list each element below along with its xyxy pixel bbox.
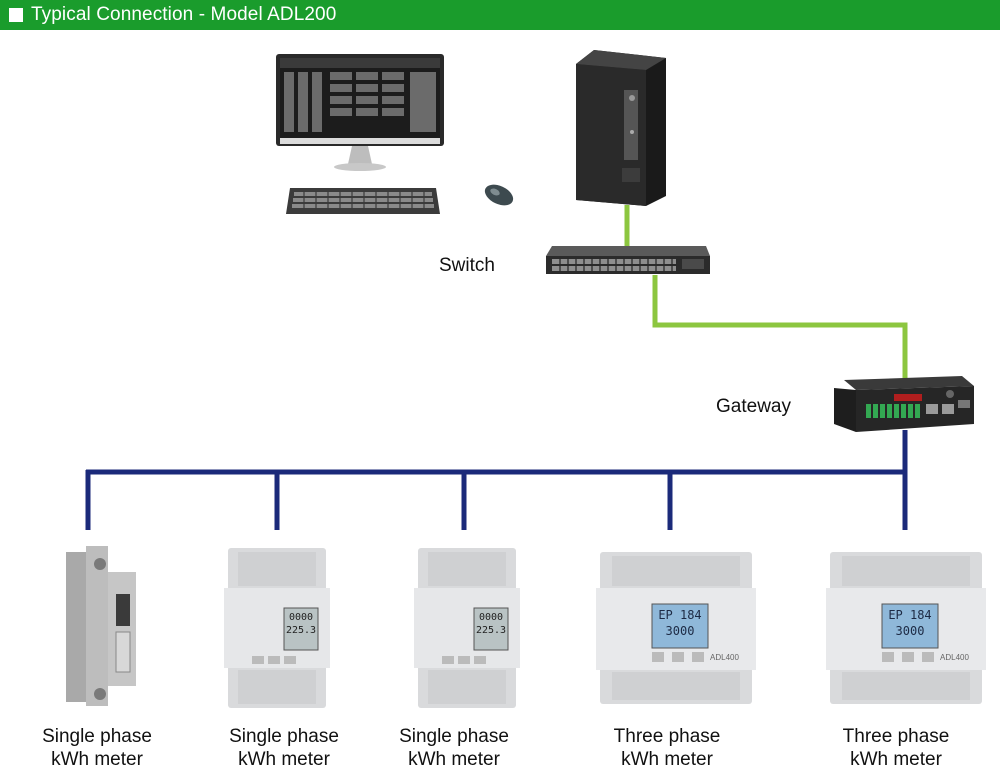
lcd-line-1: EP 184 (888, 608, 932, 622)
lcd-readout: EP 184 3000 (882, 607, 938, 639)
title-bar: Typical Connection - Model ADL200 (0, 0, 1000, 30)
three-phase-meter-icon (826, 552, 986, 704)
meter-label-3: Single phase kWh meter (364, 725, 544, 771)
meter-kind: kWh meter (238, 749, 330, 770)
switch-label: Switch (439, 255, 495, 276)
meter-label-5: Three phase kWh meter (806, 725, 986, 771)
keyboard-icon (286, 188, 440, 214)
network-switch-icon (546, 246, 710, 274)
meter-type: Single phase (399, 726, 509, 747)
gateway-label: Gateway (716, 396, 791, 417)
three-phase-meter-icon (596, 552, 756, 704)
meter-label-4: Three phase kWh meter (577, 725, 757, 771)
lcd-readout: EP 184 3000 (652, 607, 708, 639)
lcd-line-2: 3000 (895, 624, 925, 638)
gateway-icon (834, 376, 974, 432)
meter-model-label: ADL400 (940, 653, 969, 662)
lcd-line-2: 225.3 (285, 625, 317, 636)
lcd-line-1: EP 184 (658, 608, 702, 622)
single-phase-meter-icon (414, 548, 520, 708)
meter-type: Three phase (613, 726, 721, 747)
mouse-icon (484, 184, 514, 206)
meter-kind: kWh meter (621, 749, 713, 770)
meter-type: Three phase (842, 726, 950, 747)
meter-kind: kWh meter (408, 749, 500, 770)
din-rail-meter-icon (66, 546, 136, 706)
meter-kind: kWh meter (850, 749, 942, 770)
meter-label-1: Single phase kWh meter (7, 725, 187, 771)
lcd-line-1: 0000 (288, 612, 314, 623)
lcd-readout: 0000 225.3 (284, 611, 318, 637)
diagram-title: Typical Connection - Model ADL200 (31, 4, 337, 25)
meter-label-2: Single phase kWh meter (194, 725, 374, 771)
lcd-line-2: 3000 (665, 624, 695, 638)
square-bullet-icon (9, 8, 23, 22)
monitor-icon (276, 54, 444, 171)
single-phase-meter-icon (224, 548, 330, 708)
ethernet-cable-switch-gateway (652, 275, 908, 382)
lcd-line-1: 0000 (478, 612, 504, 623)
lcd-line-2: 225.3 (475, 625, 507, 636)
server-tower-icon (576, 50, 666, 206)
meter-type: Single phase (229, 726, 339, 747)
meter-type: Single phase (42, 726, 152, 747)
lcd-readout: 0000 225.3 (474, 611, 508, 637)
meter-model-label: ADL400 (710, 653, 739, 662)
meter-kind: kWh meter (51, 749, 143, 770)
